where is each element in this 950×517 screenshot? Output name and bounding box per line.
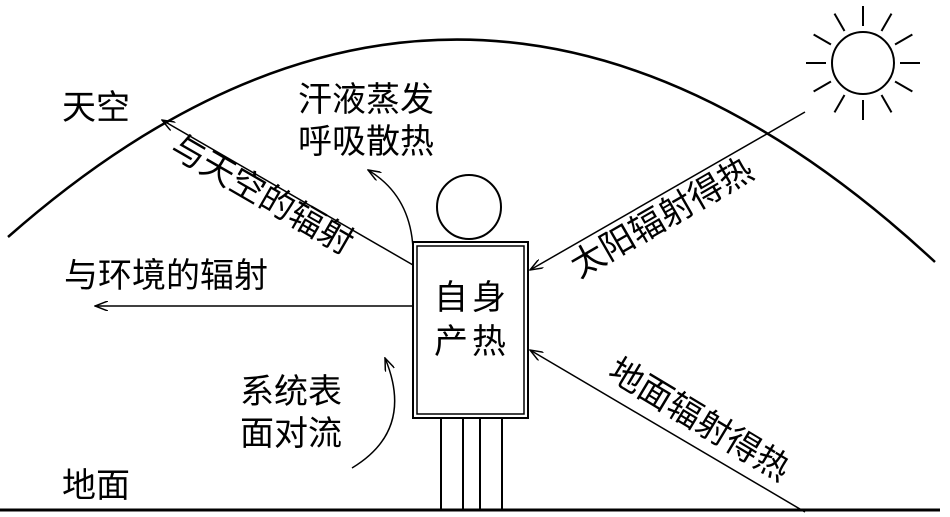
sun-ray (833, 13, 846, 32)
person-body-outer (412, 241, 529, 419)
convection-label-1: 系统表 (240, 372, 342, 412)
evaporation-label-1: 汗液蒸发 (298, 80, 434, 120)
person-body-inner (416, 245, 525, 415)
convection-label-2: 面对流 (240, 414, 342, 454)
sky-label: 天空 (62, 88, 130, 128)
body-heat-label-1: 自身 (434, 278, 510, 318)
sun-ray (894, 33, 913, 46)
sky-dome-arc (7, 38, 936, 263)
env-radiation-label: 与环境的辐射 (64, 256, 268, 296)
sky-radiation-arrow (162, 120, 414, 266)
ground-label: 地面 (62, 466, 130, 506)
body-heat-label-2: 产热 (434, 322, 510, 362)
convection-arrow (351, 358, 396, 469)
solar-gain-arrow (530, 111, 806, 270)
person-head (436, 174, 502, 240)
sun-ray (894, 80, 913, 93)
sun-ray (880, 13, 893, 32)
person-legs (440, 418, 503, 510)
sun-ray (813, 33, 832, 46)
sun-icon (806, 6, 920, 120)
evaporation-arrow (368, 170, 414, 249)
sun-ray (880, 94, 893, 113)
sun-ray (833, 94, 846, 113)
sun-ray (813, 80, 832, 93)
ground-gain-arrow (530, 350, 806, 513)
evaporation-label-2: 呼吸散热 (298, 122, 434, 162)
